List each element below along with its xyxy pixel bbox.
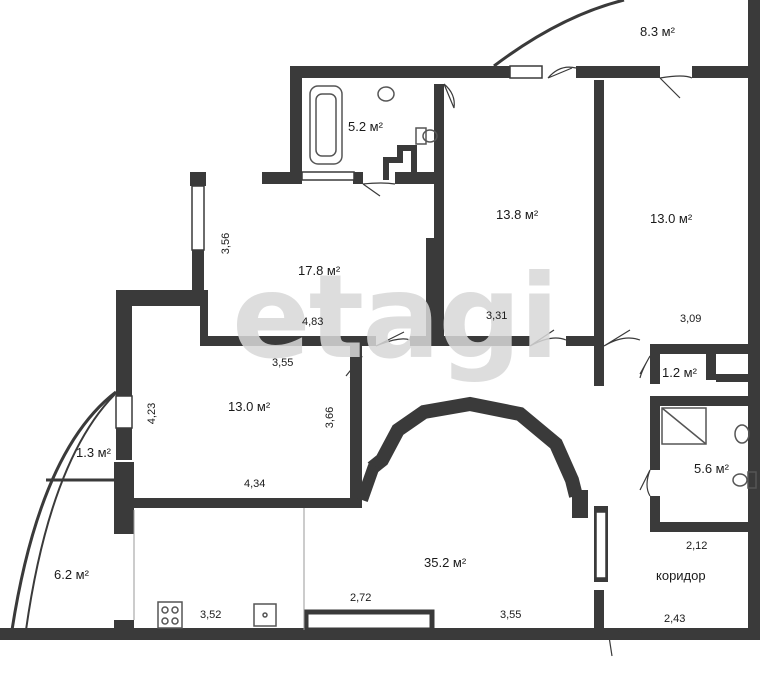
walls (0, 0, 760, 640)
doors (345, 66, 693, 657)
room-area-shower: 5.6 м² (694, 461, 729, 476)
room-area-balcony-large: 6.2 м² (54, 567, 89, 582)
room-area-wc: 1.2 м² (662, 365, 697, 380)
fixtures (157, 85, 757, 629)
room-area-13-0-left: 13.0 м² (228, 399, 271, 414)
dimension-label: 4,23 (146, 402, 159, 425)
dimension-label: 3,31 (486, 310, 508, 322)
room-area-living: 35.2 м² (424, 555, 467, 570)
room-label-corridor: коридор (656, 568, 706, 583)
room-area-17-8: 17.8 м² (298, 263, 341, 278)
dimension-label: 4,34 (244, 478, 266, 490)
room-area-top: 8.3 м² (640, 24, 675, 39)
thin-lines (133, 508, 305, 630)
arc-wall (367, 396, 583, 498)
dimension-label: 3,09 (680, 313, 702, 325)
dimension-label: 2,12 (686, 540, 708, 552)
left-balcony-arc (10, 390, 117, 631)
dimension-label: 2,43 (664, 613, 686, 625)
dimension-label: 3,55 (272, 357, 294, 369)
room-area-bathroom: 5.2 м² (348, 119, 383, 134)
dimension-label: 4,83 (302, 316, 324, 328)
dimension-label: 3,52 (200, 609, 222, 621)
windows (115, 65, 607, 579)
room-area-balcony-small: 1.3 м² (76, 445, 111, 460)
top-balcony-arc (493, 0, 625, 68)
room-area-13-8: 13.8 м² (496, 207, 539, 222)
dimension-label: 3,56 (220, 232, 233, 255)
dimension-label: 3,66 (324, 406, 337, 429)
dimension-label: 3,55 (500, 609, 522, 621)
dimension-label: 2,72 (350, 592, 372, 604)
room-area-13-0-right: 13.0 м² (650, 211, 693, 226)
